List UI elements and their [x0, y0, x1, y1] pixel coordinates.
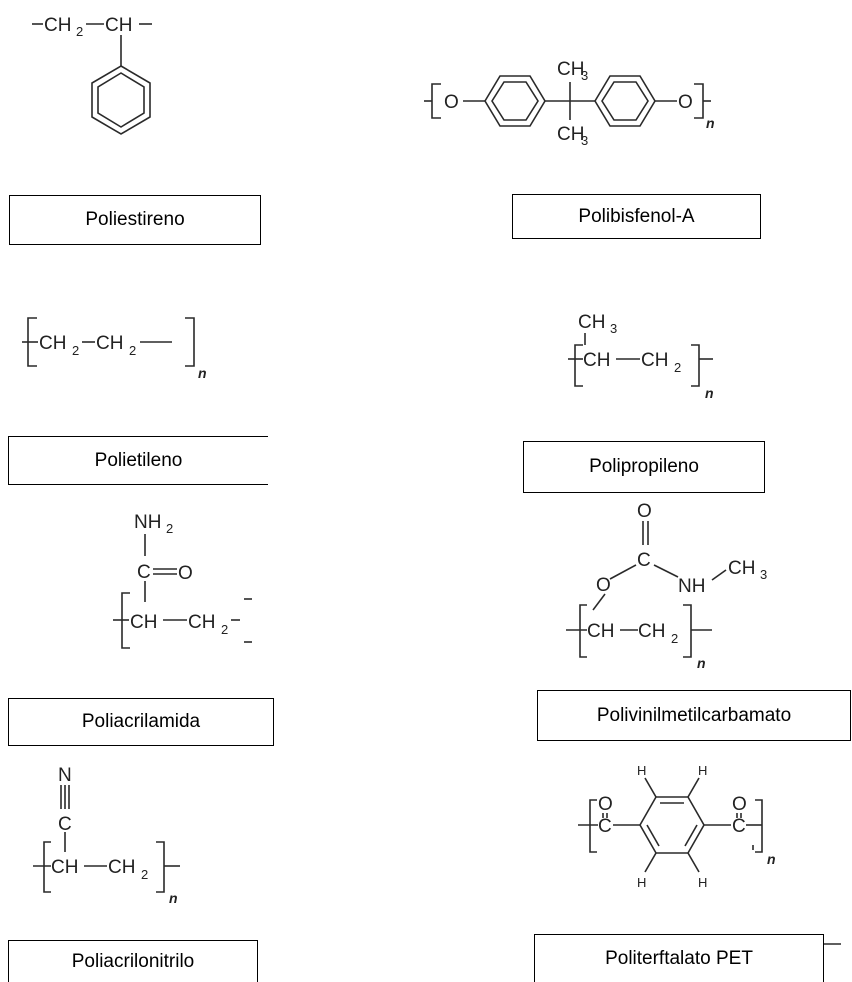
svg-text:O: O — [598, 794, 613, 815]
svg-text:CH: CH — [587, 621, 614, 642]
polyacrylonitrile-structure: N C CH CH 2 n — [33, 765, 180, 906]
svg-text:2: 2 — [671, 631, 678, 646]
polyvinylmethylcarbamate-structure: O C O NH CH 3 CH CH 2 n — [566, 501, 767, 671]
svg-text:CH: CH — [638, 621, 665, 642]
svg-text:H: H — [698, 763, 707, 778]
svg-text:CH: CH — [728, 558, 755, 579]
svg-text:3: 3 — [581, 133, 588, 148]
svg-text:2: 2 — [141, 867, 148, 882]
svg-text:O: O — [178, 563, 193, 584]
polyethylene-structure: CH 2 CH 2 n — [22, 317, 207, 381]
svg-text:CH: CH — [39, 333, 66, 354]
label-polivinilmetilcarbamato: Polivinilmetilcarbamato — [537, 690, 851, 741]
svg-text:2: 2 — [129, 343, 136, 358]
svg-text:C: C — [732, 816, 746, 837]
pet-structure: O C H H H H O C n — [578, 763, 776, 890]
svg-text:O: O — [637, 501, 652, 522]
svg-text:NH: NH — [678, 576, 705, 597]
svg-text:C: C — [137, 562, 151, 583]
svg-text:O: O — [444, 92, 459, 113]
polyacrylamide-structure: NH 2 C O CH CH 2 — [113, 512, 252, 649]
label-polibisfenol-a: Polibisfenol-A — [512, 194, 761, 239]
svg-text:n: n — [169, 890, 178, 906]
svg-text:2: 2 — [76, 24, 83, 39]
polystyrene-structure: CH 2 CH — [32, 15, 152, 135]
svg-text:H: H — [698, 875, 707, 890]
svg-text:CH: CH — [130, 612, 157, 633]
svg-text:O: O — [596, 575, 611, 596]
svg-text:2: 2 — [221, 622, 228, 637]
svg-text:H: H — [637, 875, 646, 890]
svg-text:CH: CH — [96, 333, 123, 354]
label-politerftalato-pet: Politerftalato PET — [534, 934, 824, 982]
svg-text:NH: NH — [134, 512, 161, 533]
label-poliacrilonitrilo: Poliacrilonitrilo — [8, 940, 258, 982]
bisphenol-a-structure: O CH 3 CH 3 O n — [424, 59, 715, 148]
label-poliestireno: Poliestireno — [9, 195, 261, 245]
svg-text:3: 3 — [610, 321, 617, 336]
label-poliacrilamida: Poliacrilamida — [8, 698, 274, 746]
label-polietileno: Polietileno — [8, 436, 268, 485]
svg-text:H: H — [637, 763, 646, 778]
svg-text:2: 2 — [166, 521, 173, 536]
svg-text:n: n — [198, 365, 207, 381]
svg-text:CH: CH — [51, 857, 78, 878]
svg-text:n: n — [705, 385, 714, 401]
svg-text:C: C — [58, 814, 72, 835]
svg-text:n: n — [706, 115, 715, 131]
polypropylene-structure: CH 3 CH CH 2 n — [568, 312, 714, 401]
svg-text:CH: CH — [583, 350, 610, 371]
ps-ch-label: CH — [105, 15, 132, 36]
svg-text:2: 2 — [674, 360, 681, 375]
svg-text:CH: CH — [578, 312, 605, 333]
svg-text:n: n — [767, 851, 776, 867]
svg-text:CH: CH — [557, 59, 584, 80]
svg-text:3: 3 — [760, 567, 767, 582]
svg-text:2: 2 — [72, 343, 79, 358]
svg-text:N: N — [58, 765, 72, 786]
svg-text:C: C — [637, 550, 651, 571]
svg-text:O: O — [678, 92, 693, 113]
label-polipropileno: Polipropileno — [523, 441, 765, 493]
svg-text:CH: CH — [108, 857, 135, 878]
svg-text:O: O — [732, 794, 747, 815]
svg-text:CH: CH — [557, 124, 584, 145]
svg-text:3: 3 — [581, 68, 588, 83]
svg-text:CH: CH — [188, 612, 215, 633]
svg-text:n: n — [697, 655, 706, 671]
ps-ch2-label: CH — [44, 15, 71, 36]
svg-text:CH: CH — [641, 350, 668, 371]
svg-text:C: C — [598, 816, 612, 837]
